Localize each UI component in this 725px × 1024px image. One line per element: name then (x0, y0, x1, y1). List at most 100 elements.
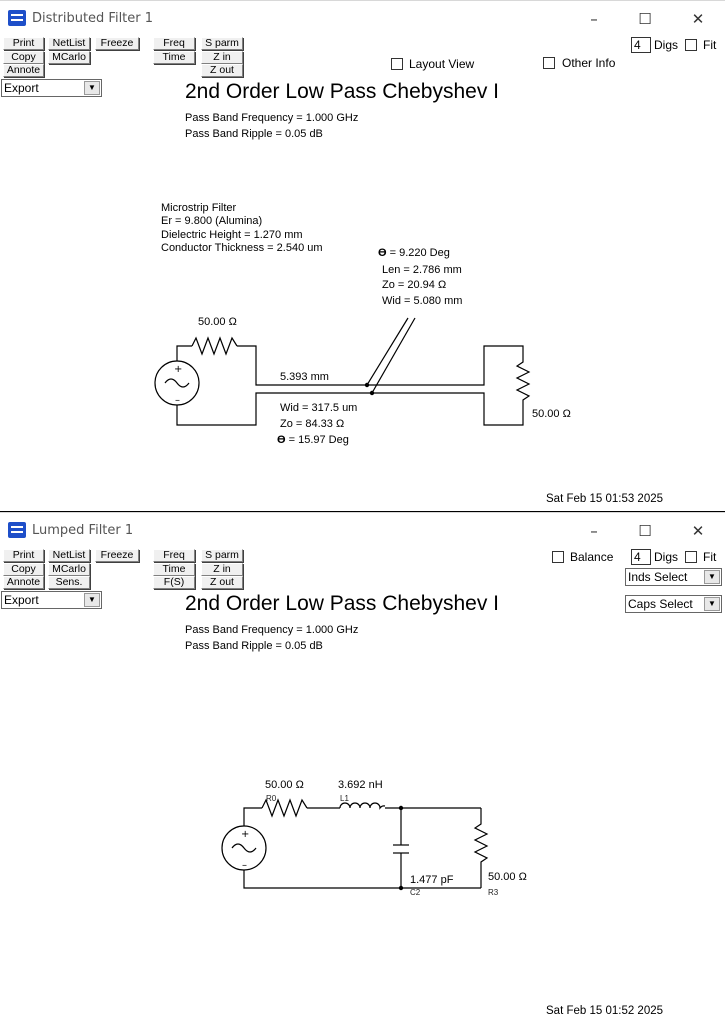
mcarlo-button[interactable]: MCarlo (48, 563, 90, 576)
distributed-filter-window: Distributed Filter 1 – ☐ ✕ Print Copy An… (0, 0, 725, 505)
wire (176, 345, 192, 361)
print-button[interactable]: Print (3, 549, 44, 562)
close-icon[interactable]: ✕ (691, 522, 705, 540)
filter-heading: 2nd Order Low Pass Chebyshev I (185, 80, 499, 103)
fs-button[interactable]: F(S) (153, 576, 195, 589)
freeze-button[interactable]: Freeze (95, 37, 139, 50)
theta-icon: ϴ (378, 247, 387, 259)
annote-button[interactable]: Annote (3, 64, 44, 77)
line-width: Wid = 317.5 um (280, 402, 358, 414)
freq-button[interactable]: Freq (153, 37, 195, 50)
zin-button[interactable]: Z in (201, 563, 243, 576)
balance-checkbox[interactable] (552, 551, 564, 563)
time-button[interactable]: Time (153, 51, 195, 64)
caps-select[interactable]: Caps Select ▼ (625, 595, 722, 613)
chevron-down-icon[interactable]: ▼ (84, 593, 100, 607)
sine-wave-icon (164, 378, 190, 388)
export-select-value: Export (4, 593, 39, 607)
freeze-button[interactable]: Freeze (95, 549, 139, 562)
timestamp: Sat Feb 15 01:53 2025 (546, 493, 664, 505)
digs-label: Digs (654, 550, 679, 564)
export-select[interactable]: Export ▼ (1, 79, 102, 97)
layout-view-checkbox[interactable] (391, 58, 403, 70)
pass-band-frequency: Pass Band Frequency = 1.000 GHz (185, 112, 359, 124)
close-icon[interactable]: ✕ (691, 10, 705, 28)
r3-value: 50.00 Ω (488, 871, 527, 883)
substrate-thickness: Conductor Thickness = 2.540 um (161, 242, 323, 254)
junction-dot (398, 805, 404, 811)
r0-resistor (261, 798, 308, 818)
maximize-icon[interactable]: ☐ (638, 10, 652, 28)
stub-line (366, 317, 409, 386)
app-icon (8, 10, 26, 26)
source-resistor (191, 336, 238, 356)
c2-value: 1.477 pF (410, 874, 454, 886)
lumped-filter-window: Lumped Filter 1 – ☐ ✕ Print Copy Annote … (0, 512, 725, 1024)
digits-input[interactable]: 4 (631, 37, 651, 53)
minimize-icon[interactable]: – (590, 10, 598, 28)
freq-button[interactable]: Freq (153, 549, 195, 562)
sparm-button[interactable]: S parm (201, 37, 243, 50)
c2-ref: C2 (410, 888, 421, 897)
r0-value: 50.00 Ω (265, 779, 304, 791)
top-transmission-line (237, 345, 512, 386)
chevron-down-icon[interactable]: ▼ (704, 570, 720, 584)
lumped-schematic: + – (221, 798, 489, 891)
netlist-button[interactable]: NetList (48, 37, 90, 50)
copy-button[interactable]: Copy (3, 51, 44, 64)
bottom-ground-line (176, 392, 512, 426)
export-select-value: Export (4, 81, 39, 95)
minimize-icon[interactable]: – (590, 522, 598, 540)
pass-band-ripple: Pass Band Ripple = 0.05 dB (185, 640, 323, 652)
balance-label: Balance (570, 550, 614, 564)
zin-button[interactable]: Z in (201, 51, 243, 64)
l1-ref: L1 (340, 794, 349, 803)
fit-label: Fit (703, 550, 717, 564)
mcarlo-button[interactable]: MCarlo (48, 51, 90, 64)
pass-band-ripple: Pass Band Ripple = 0.05 dB (185, 128, 323, 140)
theta-icon: ϴ (277, 434, 286, 446)
layout-view-label: Layout View (409, 57, 475, 71)
minus-icon: – (175, 395, 180, 406)
other-info-checkbox[interactable] (543, 57, 555, 69)
load-resistor (512, 345, 531, 426)
time-button[interactable]: Time (153, 563, 195, 576)
window-title: Lumped Filter 1 (32, 523, 134, 538)
zout-button[interactable]: Z out (201, 576, 243, 589)
source-resistor-value: 50.00 Ω (198, 316, 237, 328)
wire (243, 807, 262, 826)
fit-checkbox[interactable] (685, 39, 697, 51)
inds-select[interactable]: Inds Select ▼ (625, 568, 722, 586)
other-info-label: Other Info (562, 56, 616, 70)
line-theta-value: = 15.97 Deg (285, 434, 349, 446)
r0-ref: R0 (266, 794, 277, 803)
load-resistor-value: 50.00 Ω (532, 408, 571, 420)
stub-width: Wid = 5.080 mm (382, 295, 463, 307)
fit-checkbox[interactable] (685, 551, 697, 563)
junction-dot (369, 390, 375, 396)
chevron-down-icon[interactable]: ▼ (84, 81, 100, 95)
sparm-button[interactable]: S parm (201, 549, 243, 562)
title-bar[interactable]: Lumped Filter 1 – ☐ ✕ (0, 512, 725, 546)
annote-button[interactable]: Annote (3, 576, 44, 589)
r3-ref: R3 (488, 888, 499, 897)
sens-button[interactable]: Sens. (48, 576, 90, 589)
export-select[interactable]: Export ▼ (1, 591, 102, 609)
caps-select-value: Caps Select (628, 597, 693, 611)
title-bar[interactable]: Distributed Filter 1 – ☐ ✕ (0, 0, 725, 34)
stub-length: Len = 2.786 mm (382, 264, 462, 276)
chevron-down-icon[interactable]: ▼ (704, 597, 720, 611)
print-button[interactable]: Print (3, 37, 44, 50)
maximize-icon[interactable]: ☐ (638, 522, 652, 540)
substrate-type: Microstrip Filter (161, 202, 237, 214)
ground-line (243, 870, 481, 889)
copy-button[interactable]: Copy (3, 563, 44, 576)
zout-button[interactable]: Z out (201, 64, 243, 77)
digits-input[interactable]: 4 (631, 549, 651, 565)
distributed-schematic: + – (154, 317, 531, 426)
netlist-button[interactable]: NetList (48, 549, 90, 562)
timestamp: Sat Feb 15 01:52 2025 (546, 1005, 664, 1017)
stub-impedance: Zo = 20.94 Ω (382, 279, 447, 291)
stub-theta: ϴ = 9.220 Deg (378, 247, 450, 259)
inds-select-value: Inds Select (628, 570, 688, 584)
